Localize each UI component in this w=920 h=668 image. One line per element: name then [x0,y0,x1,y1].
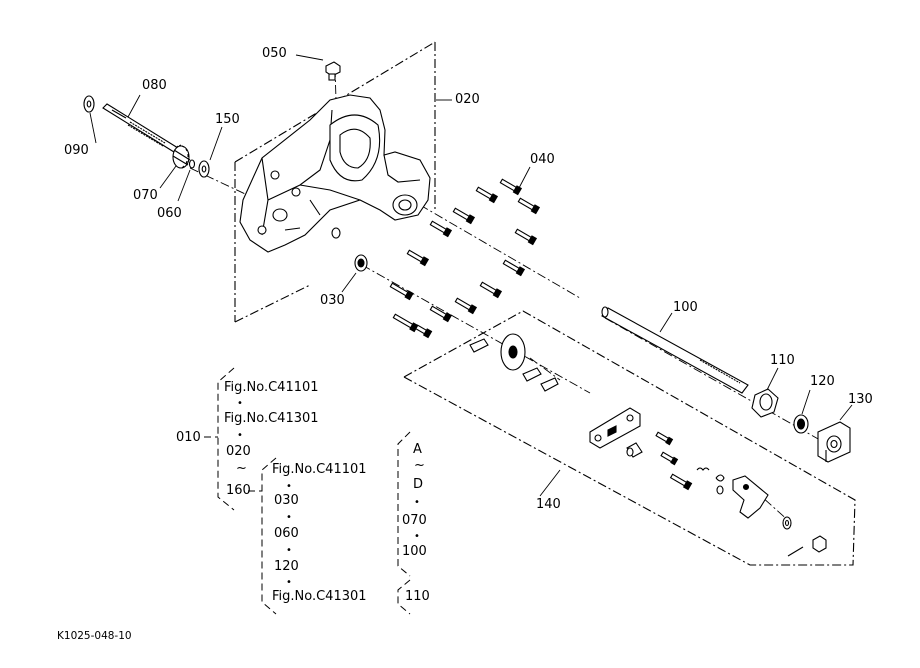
bolts-040 [389,178,541,339]
nut-110 [751,388,779,418]
bom-bullet: • [286,512,292,523]
bom-group3-item-1: 070 [402,513,427,528]
bom-brackets [204,367,411,615]
housing-outline [234,41,436,323]
plug-050 [325,61,341,81]
gear-070 [172,144,191,169]
bracket-130 [817,421,851,463]
housing-020 [239,94,431,253]
bom-bullet: • [286,481,292,492]
callout-130: 130 [848,392,873,407]
bom-group3-range-start: A [413,442,422,457]
shaft-100 [601,306,749,394]
callout-060: 060 [157,206,182,221]
bom-group1-range-end: 160 [226,483,251,498]
callout-080: 080 [142,78,167,93]
seal-030 [354,254,368,272]
bom-bullet: • [414,531,420,542]
bom-group2-item-1: 030 [274,493,299,508]
callout-120: 120 [810,374,835,389]
leader-lines [89,54,853,497]
bom-group1-id: 010 [176,430,201,445]
callout-020: 020 [455,92,480,107]
subassembly-140-outline [403,310,856,566]
bom-group3-last: 110 [405,589,430,604]
callout-030: 030 [320,293,345,308]
axis-lines [189,67,821,523]
bom-group1-range-sep: ~ [236,461,247,476]
bom-group2-fig-1: Fig.No.C41101 [272,462,367,477]
reference-code: K1025-048-10 [57,630,132,642]
bom-group3-range-end: D [413,477,424,492]
bom-group1-fig-2: Fig.No.C41301 [224,411,319,426]
bom-bullet: • [286,545,292,556]
washer-120 [793,414,809,434]
bom-group3-item-2: 100 [402,544,427,559]
bom-bullet: • [286,577,292,588]
bom-bullet: • [414,497,420,508]
callout-070: 070 [133,188,158,203]
callout-110: 110 [770,353,795,368]
callout-100: 100 [673,300,698,315]
callout-140: 140 [536,497,561,512]
dowel [331,227,341,239]
callout-150: 150 [215,112,240,127]
callout-050: 050 [262,46,287,61]
callout-090: 090 [64,143,89,158]
callout-040: 040 [530,152,555,167]
bom-group3-range-sep: ~ [414,458,425,473]
bom-bullet: • [237,430,243,441]
washer-150 [198,160,210,178]
bom-group2-fig-2: Fig.No.C41301 [272,589,367,604]
shaft-080 [102,103,179,153]
bom-group2-item-2: 060 [274,526,299,541]
bom-group2-item-3: 120 [274,559,299,574]
ring-060 [188,159,196,169]
bom-group1-fig-1: Fig.No.C41101 [224,380,319,395]
bom-group1-range-start: 020 [226,444,251,459]
washer-090 [83,95,95,113]
bom-bullet: • [237,398,243,409]
subassembly-140-parts [469,333,827,557]
